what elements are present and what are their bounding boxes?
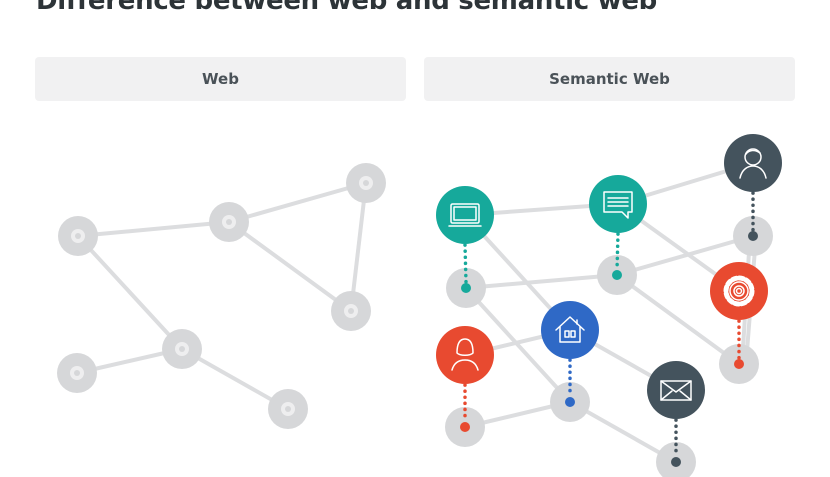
web-edge	[181, 347, 289, 411]
endpoint-dot	[460, 422, 470, 432]
endpoint-dot	[748, 231, 758, 241]
semantic-edge	[615, 273, 741, 366]
mail-icon	[660, 380, 692, 401]
web-nodes	[57, 163, 386, 429]
semantic-edge	[569, 400, 677, 464]
web-node	[268, 389, 308, 429]
web-diagram	[76, 181, 368, 411]
endpoint-dot	[565, 397, 575, 407]
gear-node	[710, 262, 768, 320]
semantic-edge	[464, 286, 572, 404]
laptop-icon	[448, 203, 482, 227]
semantic-edge	[616, 234, 754, 277]
semantic-web-column-header: Semantic Web	[424, 57, 795, 101]
web-node	[346, 163, 386, 203]
user-icon	[739, 148, 767, 179]
user-node	[724, 134, 782, 192]
endpoint-dot	[734, 359, 744, 369]
chat-icon	[603, 191, 633, 219]
web-edge	[228, 181, 367, 224]
chat-node	[589, 175, 647, 233]
dotted-link	[615, 232, 620, 272]
web-node	[57, 353, 97, 393]
link-endpoints	[460, 231, 758, 467]
web-edge	[76, 234, 184, 351]
page-title: Difference between web and semantic web	[36, 0, 657, 16]
woman-node	[436, 326, 494, 384]
woman-icon	[451, 338, 479, 371]
semantic-edge	[465, 273, 618, 290]
web-edge	[77, 220, 230, 238]
web-node	[209, 202, 249, 242]
web-edge	[227, 220, 353, 313]
endpoint-dot	[612, 270, 622, 280]
web-node	[162, 329, 202, 369]
semantic-web-label: Semantic Web	[549, 70, 670, 88]
web-label: Web	[202, 70, 239, 88]
web-node	[58, 216, 98, 256]
gear-icon	[723, 275, 755, 307]
endpoint-dot	[671, 457, 681, 467]
endpoint-dot	[461, 283, 471, 293]
dotted-link	[463, 243, 468, 284]
dotted-links	[463, 191, 755, 458]
web-edge	[349, 182, 368, 312]
home-icon	[555, 316, 585, 343]
mail-node	[647, 361, 705, 419]
laptop-node	[436, 186, 494, 244]
web-node	[331, 291, 371, 331]
home-node	[541, 301, 599, 359]
web-column-header: Web	[35, 57, 406, 101]
